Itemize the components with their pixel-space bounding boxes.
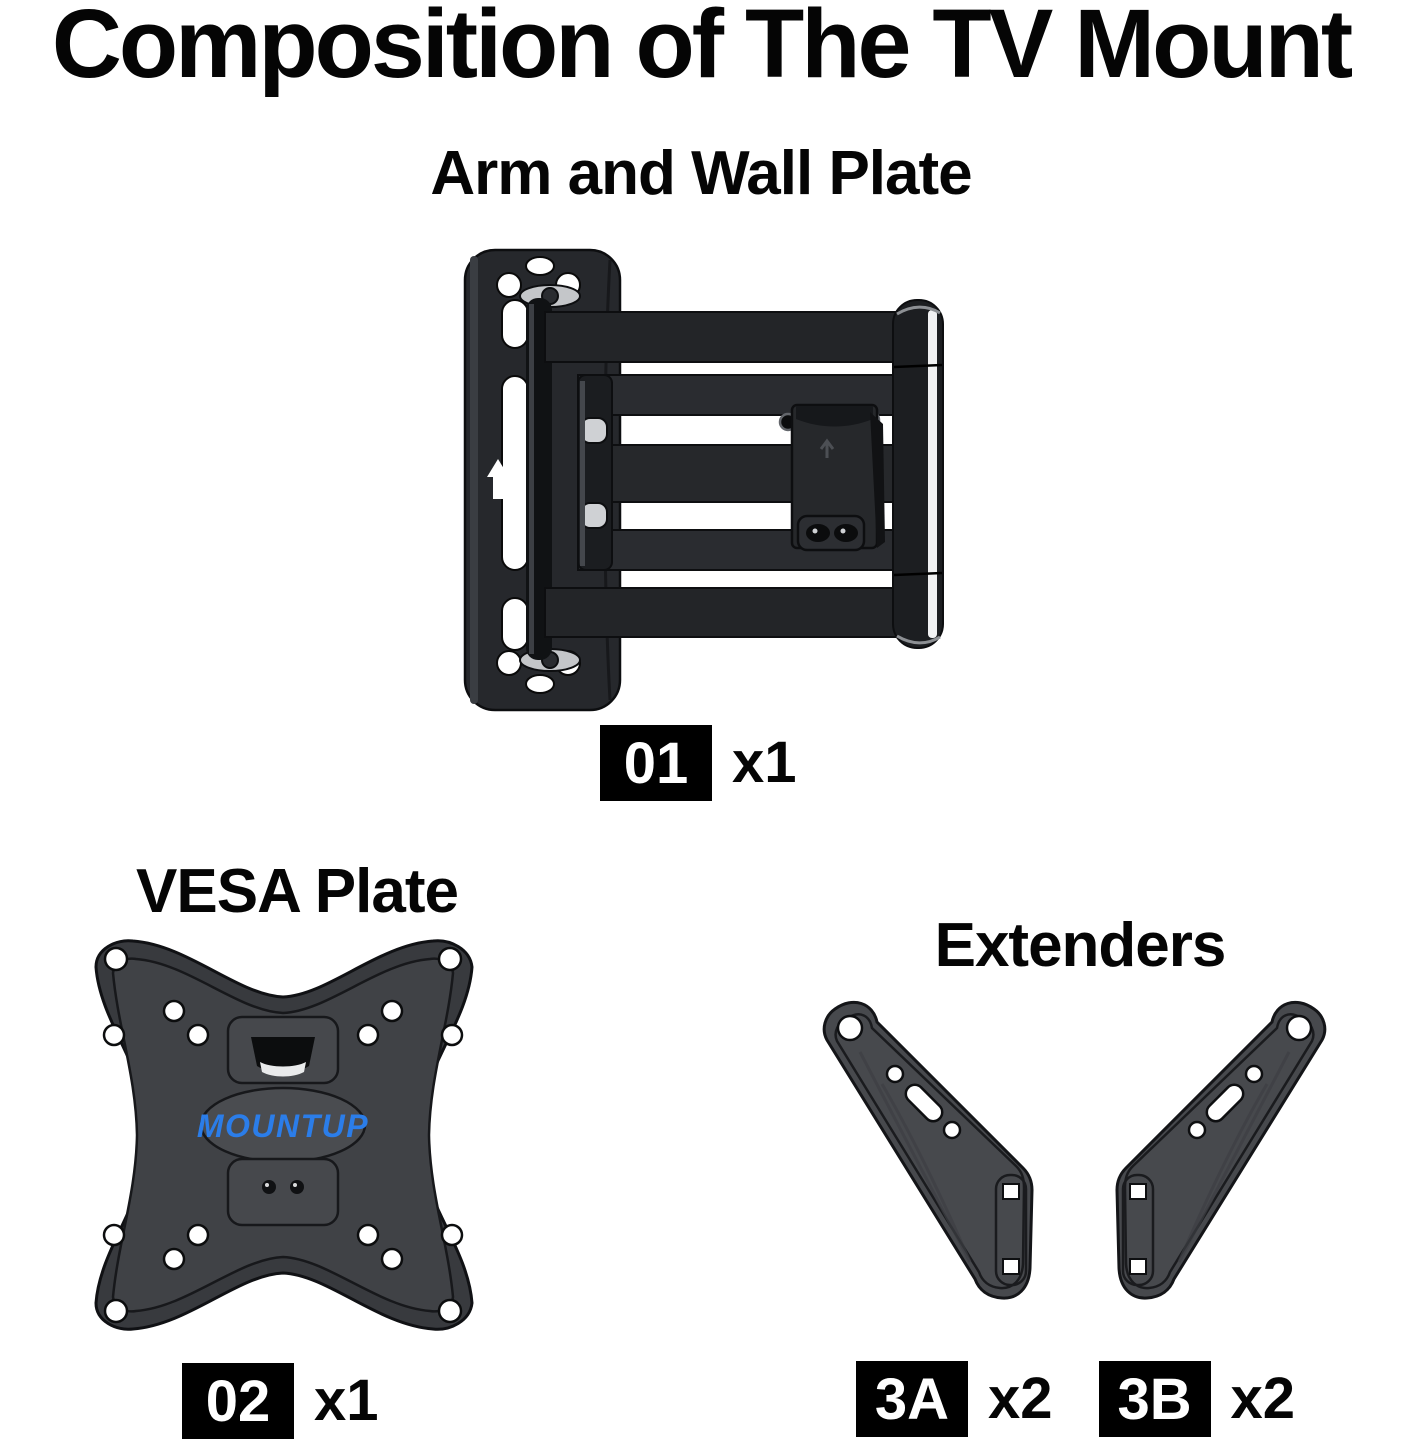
part-badge-02: 02 xyxy=(182,1363,294,1439)
arm-section-heading: Arm and Wall Plate xyxy=(430,139,972,208)
extenders-section-heading: Extenders xyxy=(934,911,1227,980)
extenders-quantity-row: 3A x2 3B x2 xyxy=(856,1360,1295,1438)
hinge-column xyxy=(519,284,581,672)
part-quantity-01: x1 xyxy=(732,730,797,795)
up-arrow-icon xyxy=(487,459,509,499)
vesa-quantity-row: 02 x1 xyxy=(182,1362,379,1440)
part-quantity-3a: x2 xyxy=(988,1366,1053,1431)
hook-slot xyxy=(251,1037,315,1072)
part-quantity-3b: x2 xyxy=(1230,1366,1296,1431)
part-badge-3b: 3B xyxy=(1098,1361,1211,1437)
extender-3a xyxy=(822,1000,1034,1300)
end-cylinder xyxy=(892,299,944,649)
bracket-up-mark xyxy=(819,438,835,458)
brand-logo: MOUNTUP xyxy=(197,1108,369,1144)
vesa-mounting-holes xyxy=(102,946,464,1324)
tv-latch-bracket xyxy=(778,403,885,552)
page-title: Composition of The TV Mount xyxy=(51,0,1353,98)
arm-quantity-row: 01 x1 xyxy=(600,724,797,802)
part-quantity-02: x1 xyxy=(314,1368,379,1433)
vesa-section-heading: VESA Plate xyxy=(136,857,459,926)
part-badge-01: 01 xyxy=(600,725,712,801)
extenders-illustration xyxy=(822,1000,1327,1300)
vesa-plate-illustration: MOUNTUP xyxy=(94,939,474,1331)
part-badge-3a: 3A xyxy=(856,1361,968,1437)
extender-3b xyxy=(1115,1000,1327,1300)
arm-wall-plate-illustration xyxy=(463,248,944,712)
